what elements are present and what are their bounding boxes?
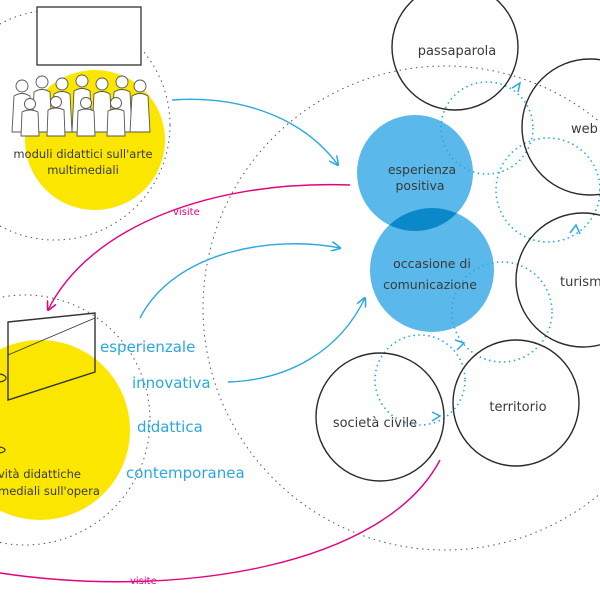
arrow-visite-lower: [0, 459, 441, 583]
hub-top-line2: positiva: [396, 178, 445, 193]
channel-territorio: territorio: [452, 339, 580, 467]
projection-screen-icon: [36, 6, 142, 66]
dotted-arrowhead: [431, 411, 442, 422]
left-bottom-context-circle: [0, 294, 151, 546]
dotted-connectors: [374, 81, 600, 426]
arrow-innovativa-to-occasione: [227, 298, 365, 383]
channel-passaparola-label: passaparola: [418, 44, 497, 59]
projection-screen-icon: [7, 312, 96, 401]
quality-innovativa: innovativa: [132, 374, 211, 392]
dotted-arrowhead: [454, 339, 466, 351]
left-bottom-caption-line2: mediali sull'opera: [0, 484, 100, 498]
outer-context-circle: [202, 65, 600, 551]
yellow-circle-bottom: [0, 340, 130, 520]
channel-turismo: turismo: [515, 212, 600, 348]
audience-people-icon: [11, 74, 151, 137]
visite-label-lower: visite: [130, 576, 157, 587]
channel-territorio-label: territorio: [489, 400, 546, 415]
visite-label-upper: visite: [173, 207, 200, 218]
left-top-caption-line2: multimediali: [47, 163, 119, 177]
left-top-context-circle: [0, 9, 171, 241]
channel-web: web: [521, 58, 600, 196]
hub-bottom-line1: occasione di: [393, 256, 471, 271]
channel-turismo-label: turismo: [560, 275, 600, 290]
hub-bottom-line2: comunicazione: [383, 277, 477, 292]
hub-occasione-comunicazione: [370, 208, 494, 332]
channel-web-label: web: [571, 122, 598, 137]
quality-didattica: didattica: [137, 418, 203, 436]
dotted-arrowhead: [569, 223, 581, 235]
dotted-arrowhead: [511, 81, 522, 93]
arrow-to-esperienza: [171, 98, 338, 165]
hub-esperienza-positiva: [357, 115, 473, 231]
hub-top-line1: esperienza: [388, 162, 456, 177]
arrow-visite-upper: [48, 183, 351, 310]
left-bottom-caption-line1: vità didattiche: [0, 467, 81, 481]
projector-icon: [0, 373, 7, 454]
channel-societa-civile-label: società civile: [333, 416, 417, 431]
left-top-caption-line1: moduli didattici sull'arte: [13, 147, 152, 161]
channel-passaparola: passaparola: [391, 0, 519, 111]
arrow-qualities-to-occasione: [139, 244, 340, 319]
channel-societa-civile: società civile: [315, 352, 445, 482]
quality-contemporanea: contemporanea: [126, 464, 245, 482]
quality-esperienzale: esperienzale: [100, 338, 195, 356]
